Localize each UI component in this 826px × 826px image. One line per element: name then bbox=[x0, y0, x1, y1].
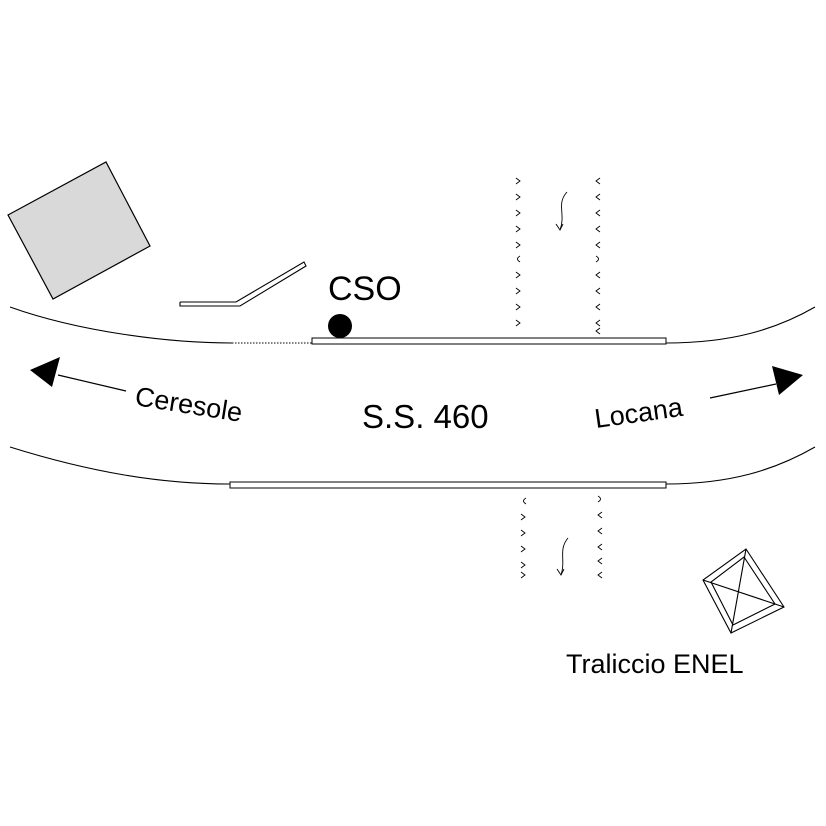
stream-bank-east-north bbox=[595, 177, 601, 335]
road-edge-north bbox=[9, 306, 233, 344]
building bbox=[7, 161, 151, 300]
road-edge-south-east bbox=[665, 446, 816, 485]
east-direction-label: Locana bbox=[593, 392, 686, 434]
road-edge-south bbox=[9, 446, 231, 485]
flow-arrow-south bbox=[556, 537, 569, 576]
arrow-east-icon bbox=[709, 366, 803, 399]
west-direction-label: Ceresole bbox=[133, 381, 244, 428]
stream-bank-west-south bbox=[520, 497, 527, 579]
pylon-icon bbox=[702, 548, 785, 634]
bridge-rail-north bbox=[311, 337, 667, 345]
flow-arrow-north bbox=[555, 191, 568, 231]
road-name-label: S.S. 460 bbox=[362, 398, 489, 435]
arrow-west-icon bbox=[30, 357, 127, 392]
stream-bank-west-north bbox=[515, 177, 521, 327]
bridge-rail-south bbox=[229, 481, 667, 489]
stream-bank-east-south bbox=[597, 495, 603, 579]
bent-wall bbox=[179, 261, 307, 307]
road-edge-north-east bbox=[665, 306, 816, 344]
station-marker-icon bbox=[328, 314, 352, 338]
station-label: CSO bbox=[328, 270, 402, 308]
pylon-label: Traliccio ENEL bbox=[566, 649, 744, 679]
